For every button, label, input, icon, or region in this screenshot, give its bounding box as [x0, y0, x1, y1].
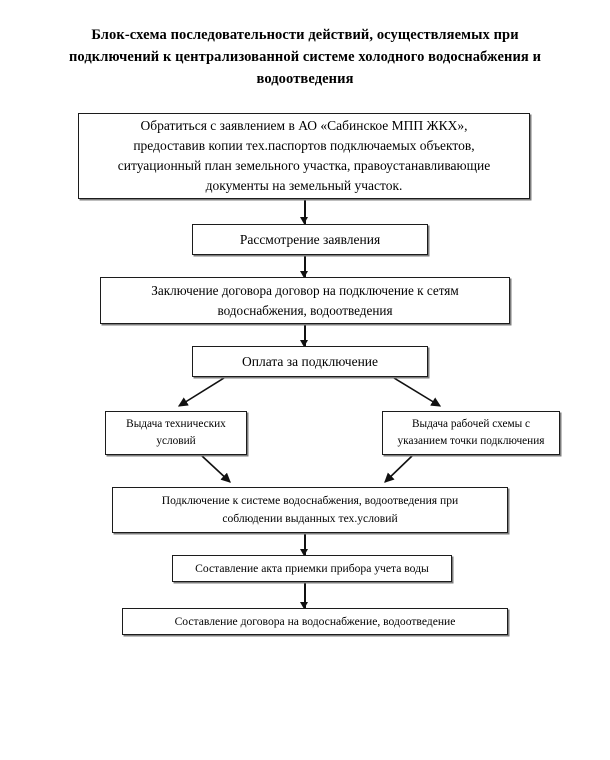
edge-n8-n9-arrowhead [300, 602, 308, 609]
flow-node-connection-payment: Оплата за подключение [192, 346, 428, 377]
edge-n4-n5 [177, 377, 225, 407]
edge-n3-n4-arrowhead [300, 340, 308, 347]
page-title: Блок-схема последовательности действий, … [55, 24, 555, 90]
edge-n2-n3-arrowhead [300, 271, 308, 278]
edge-n3-n4-line [304, 325, 306, 346]
flow-node-service-contract: Составление договора на водоснабжение, в… [122, 608, 508, 635]
flow-node-label: Оплата за подключение [241, 354, 379, 369]
flow-node-label: Обратиться с заявлением в АО «Сабинское … [117, 118, 491, 193]
flow-node-label: Составление договора на водоснабжение, в… [174, 615, 456, 628]
flow-node-label: Выдача технических условий [126, 418, 226, 447]
flow-node-label: Заключение договора договор на подключен… [151, 282, 459, 318]
edge-n1-n2-arrowhead [300, 217, 308, 224]
edge-n4-n6 [393, 377, 442, 407]
flow-node-application-submit: Обратиться с заявлением в АО «Сабинское … [78, 113, 530, 199]
flow-node-technical-conditions: Выдача технических условий [105, 411, 247, 455]
flow-node-application-review: Рассмотрение заявления [192, 224, 428, 255]
flow-node-working-scheme: Выдача рабочей схемы с указанием точки п… [382, 411, 560, 455]
flow-node-meter-acceptance-act: Составление акта приемки прибора учета в… [172, 555, 452, 582]
flow-node-label: Рассмотрение заявления [239, 232, 381, 247]
edge-n5-n7 [201, 455, 231, 483]
page-title-line-2: подключений к централизованной системе х… [68, 49, 542, 65]
edge-n1-n2-line [304, 200, 306, 224]
edge-n6-n7 [384, 455, 413, 483]
flow-node-contract-conclusion: Заключение договора договор на подключен… [100, 277, 510, 324]
edge-n8-n9-line [304, 583, 306, 608]
flow-node-label: Выдача рабочей схемы с указанием точки п… [397, 418, 545, 447]
flow-node-label: Составление акта приемки прибора учета в… [195, 562, 429, 575]
flow-node-system-connection: Подключение к системе водоснабжения, вод… [112, 487, 508, 533]
edge-n7-n8-line [304, 534, 306, 555]
edge-n7-n8-arrowhead [300, 549, 308, 556]
edge-n2-n3-line [304, 256, 306, 277]
page-title-line-3: водоотведения [256, 71, 354, 87]
flow-node-label: Подключение к системе водоснабжения, вод… [161, 494, 459, 525]
page-title-line-1: Блок-схема последовательности действий, … [91, 27, 519, 43]
